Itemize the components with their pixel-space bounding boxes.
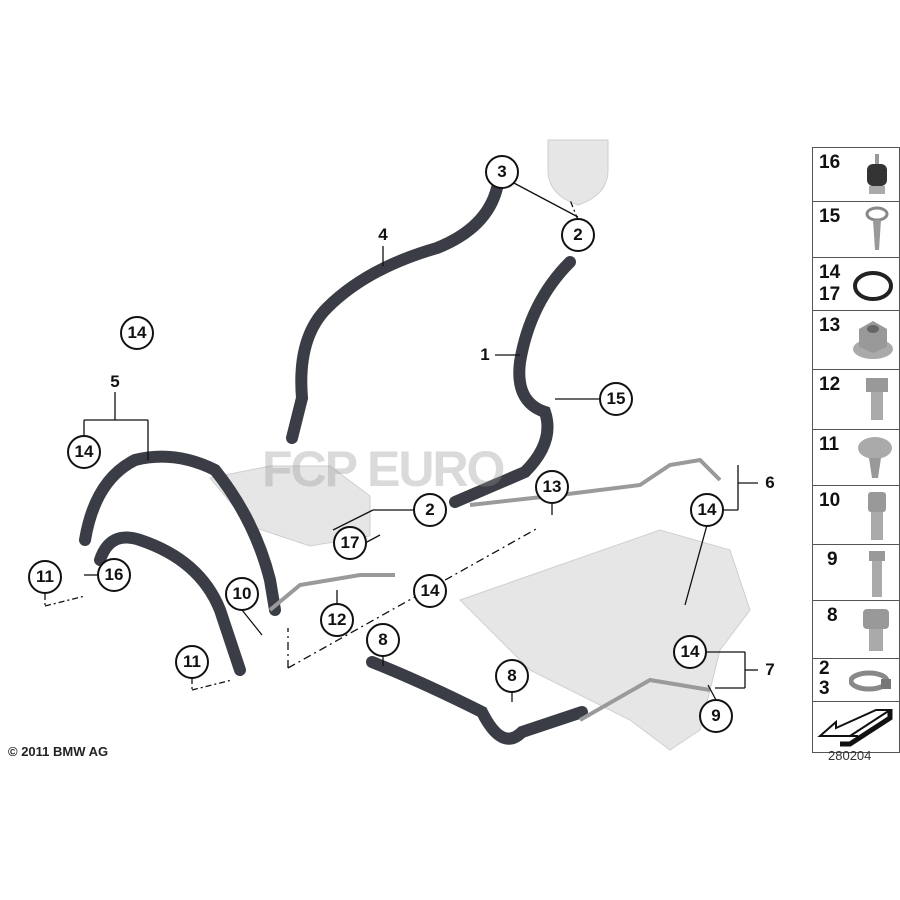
callout-3[interactable]: 3 <box>485 155 519 189</box>
legend-row-2-3[interactable]: 2 3 <box>813 659 899 702</box>
collar-nut-icon <box>853 321 893 359</box>
label-4[interactable]: 4 <box>378 225 388 244</box>
hose-5a <box>79 450 281 616</box>
hose-4 <box>286 182 503 444</box>
callout-12[interactable]: 12 <box>320 603 354 637</box>
callout-14[interactable]: 14 <box>413 574 447 608</box>
legend-row-15[interactable]: 15 <box>813 202 899 258</box>
screw-clip-icon <box>865 206 889 250</box>
legend-row-16[interactable]: 16 <box>813 148 899 202</box>
callout-14[interactable]: 14 <box>673 635 707 669</box>
diagram-number: 280204 <box>828 748 872 763</box>
legend-row-9[interactable]: 9 <box>813 545 899 601</box>
hose-8 <box>366 656 588 745</box>
callout-13[interactable]: 13 <box>535 470 569 504</box>
callout-10[interactable]: 10 <box>225 577 259 611</box>
label-7[interactable]: 7 <box>765 660 775 679</box>
legend-row-arrow[interactable] <box>813 702 899 752</box>
callout-14[interactable]: 14 <box>690 493 724 527</box>
reservoir <box>547 139 609 206</box>
callout-11[interactable]: 11 <box>175 645 209 679</box>
hose-1 <box>449 256 576 508</box>
copyright: © 2011 BMW AG <box>8 744 109 759</box>
callout-11[interactable]: 11 <box>28 560 62 594</box>
leader-lines <box>44 181 758 702</box>
legend-row-8[interactable]: 8 <box>813 601 899 659</box>
hoses <box>79 182 588 745</box>
parts-legend: 16 15 14 17 13 12 11 10 9 8 2 3 <box>812 147 900 753</box>
line-12 <box>268 573 395 612</box>
rubber-mount-icon <box>867 154 887 194</box>
direction-arrow-icon <box>817 709 894 747</box>
hex-bolt-icon <box>866 378 888 420</box>
callout-17[interactable]: 17 <box>333 526 367 560</box>
label-6[interactable]: 6 <box>765 473 775 492</box>
label-1[interactable]: 1 <box>480 345 490 364</box>
label-5[interactable]: 5 <box>110 372 120 391</box>
legend-row-13[interactable]: 13 <box>813 311 899 370</box>
callout-8[interactable]: 8 <box>366 623 400 657</box>
socket-screw-short-icon <box>863 609 889 651</box>
legend-row-10[interactable]: 10 <box>813 486 899 545</box>
watermark: FCP EURO <box>262 441 505 497</box>
callout-15[interactable]: 15 <box>599 382 633 416</box>
o-ring-icon <box>853 271 893 301</box>
callout-2[interactable]: 2 <box>413 493 447 527</box>
callout-14[interactable]: 14 <box>67 435 101 469</box>
socket-screw-icon <box>868 492 886 540</box>
hose-clamp-icon <box>849 670 891 692</box>
callout-2[interactable]: 2 <box>561 218 595 252</box>
legend-row-12[interactable]: 12 <box>813 370 899 430</box>
callout-9[interactable]: 9 <box>699 699 733 733</box>
callout-14[interactable]: 14 <box>120 316 154 350</box>
legend-row-14-17[interactable]: 14 17 <box>813 258 899 311</box>
hex-bolt-long-icon <box>869 551 885 597</box>
hose-5b <box>94 531 246 676</box>
line-7 <box>579 677 711 722</box>
callout-16[interactable]: 16 <box>97 558 131 592</box>
torx-screw-icon <box>858 437 892 478</box>
legend-row-11[interactable]: 11 <box>813 430 899 486</box>
callout-8[interactable]: 8 <box>495 659 529 693</box>
